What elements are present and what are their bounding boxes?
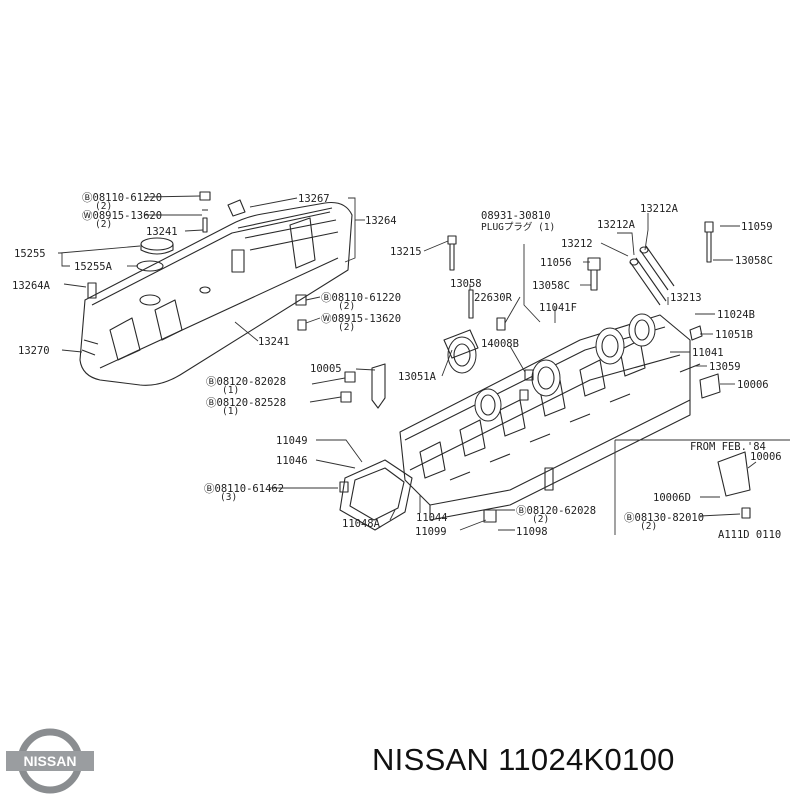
callout-08130-82010-qty: (2) (640, 521, 657, 532)
callout-11024B: 11024B (717, 309, 755, 321)
callout-08931-30810: 08931-30810 (481, 210, 551, 222)
callout-10005: 10005 (310, 363, 342, 375)
callout-10006: 10006 (737, 379, 769, 391)
callout-08130-82010: Ⓑ08130-82010 (624, 512, 704, 524)
gaskets (339, 459, 413, 531)
callout-08110-61220-b: Ⓑ08110-61220 (321, 292, 401, 304)
callout-08110-61220: Ⓑ08110-61220 (82, 192, 162, 204)
callout-10006D: 10006D (653, 492, 691, 504)
callout-08110-61220-qty: (2) (95, 201, 112, 212)
callout-08120-82028-qty: (1) (222, 385, 239, 396)
callout-13058: 13058 (450, 278, 482, 290)
callout-13212A-b: 13212A (597, 219, 636, 231)
callout-13059: 13059 (709, 361, 741, 373)
intake-ports (447, 313, 656, 422)
callout-13270: 13270 (18, 345, 50, 357)
callout-11056: 11056 (540, 257, 572, 269)
bolts-upper (87, 191, 356, 403)
leader-lines (58, 195, 790, 535)
callout-11046: 11046 (276, 455, 308, 467)
callout-11059: 11059 (741, 221, 773, 233)
callout-11098: 11098 (516, 526, 548, 538)
part-number-title: NISSAN 11024K0100 (372, 742, 675, 777)
callout-14008B: 14008B (481, 338, 519, 350)
callout-15255: 15255 (14, 248, 46, 260)
rocker-cover (79, 201, 353, 386)
callout-11099: 11099 (415, 526, 447, 538)
callout-08110-61462-qty: (3) (220, 492, 237, 503)
callout-08110-61462: Ⓑ08110-61462 (204, 483, 284, 495)
callout-08915-13620-b: Ⓦ08915-13620 (321, 313, 401, 325)
callout-22630R: 22630R (474, 292, 513, 304)
callout-08915-13620-qty: (2) (95, 219, 112, 230)
callout-08915-13620-b-qty: (2) (338, 322, 355, 333)
callout-11048A: 11048A (342, 518, 381, 530)
callout-13213: 13213 (670, 292, 702, 304)
callout-11051B: 11051B (715, 329, 753, 341)
callout-13215: 13215 (390, 246, 422, 258)
callout-08120-82028: Ⓑ08120-82028 (206, 376, 286, 388)
callout-11041: 11041 (692, 347, 724, 359)
callout-13264A: 13264A (12, 280, 51, 292)
callout-from-feb-84: FROM FEB.'84 (690, 441, 766, 453)
callout-13051A: 13051A (398, 371, 437, 383)
callout-11044: 11044 (416, 512, 448, 524)
callout-11049: 11049 (276, 435, 308, 447)
callout-13212A-a: 13212A (640, 203, 679, 215)
callout-13058C: 13058C (532, 280, 570, 292)
callout-13264: 13264 (365, 215, 397, 227)
reference-code: A111D 0110 (718, 529, 781, 541)
callout-08120-82528: Ⓑ08120-82528 (206, 397, 286, 409)
callout-10006-b: 10006 (750, 451, 782, 463)
callout-13058C-b: 13058C (735, 255, 773, 267)
callout-08120-62028: Ⓑ08120-62028 (516, 505, 596, 517)
callout-08110-61220-b-qty: (2) (338, 301, 355, 312)
callout-11041F: 11041F (539, 302, 577, 314)
callout-08120-82528-qty: (1) (222, 406, 239, 417)
brackets (371, 329, 751, 519)
callout-13267: 13267 (298, 193, 330, 205)
logo-text: NISSAN (24, 753, 77, 769)
callout-labels: Ⓑ08110-61220 (2) Ⓦ08915-13620 (2) 13267 … (12, 192, 782, 541)
callout-08120-62028-qty: (2) (532, 514, 549, 525)
callout-08915-13620: Ⓦ08915-13620 (82, 210, 162, 222)
callout-13241: 13241 (146, 226, 178, 238)
callout-13212: 13212 (561, 238, 593, 250)
nissan-logo: NISSAN (6, 728, 94, 794)
callout-08931-30810-sub: PLUGプラグ (1) (481, 221, 555, 233)
callout-15255A: 15255A (74, 261, 113, 273)
callout-13241-b: 13241 (258, 336, 290, 348)
